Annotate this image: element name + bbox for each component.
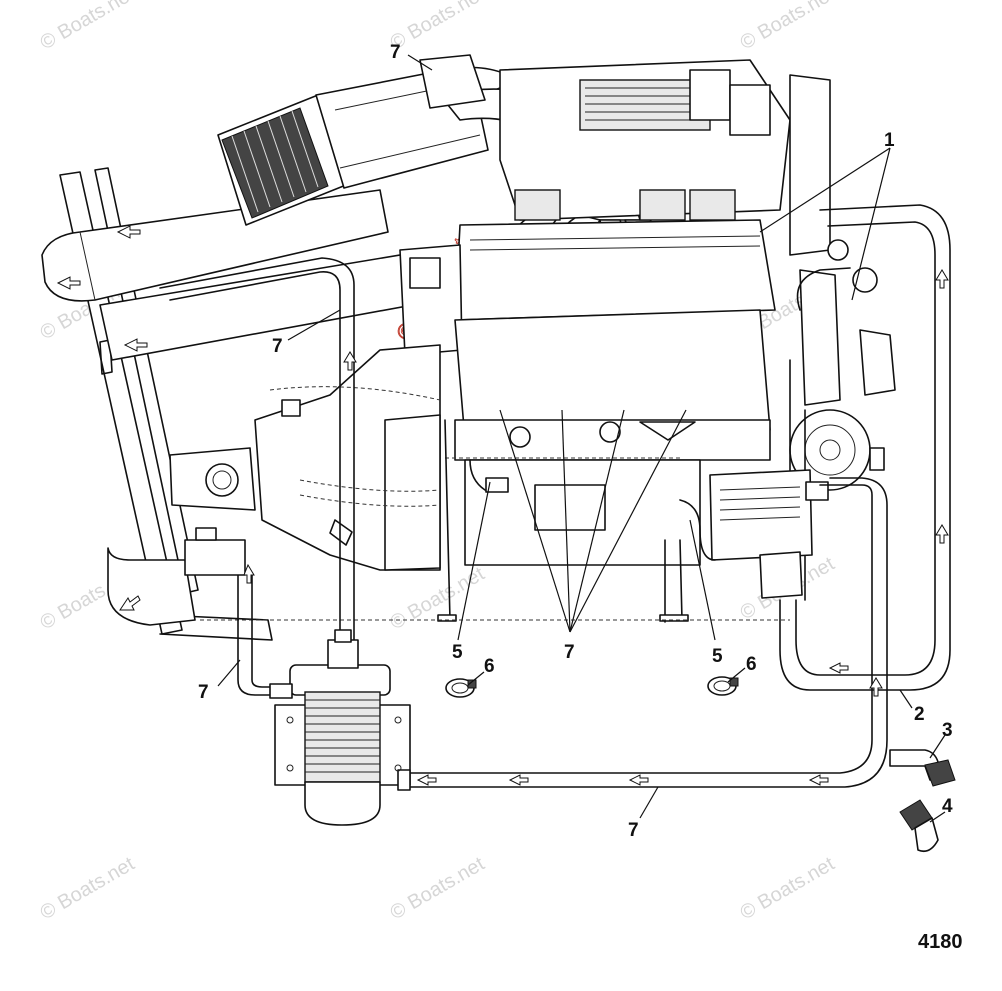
hose-fittings: [445, 676, 956, 853]
watermark: © Boats.net: [37, 853, 139, 925]
fuel-module: [709, 469, 829, 599]
callout-5-right: 5: [712, 646, 723, 667]
figure-number: 4180: [918, 931, 963, 953]
air-filter: [217, 64, 489, 226]
watermark: © Boats.net: [737, 0, 839, 54]
leader-lines: [217, 54, 946, 823]
watermark: © Boats.net: [387, 853, 489, 925]
callout-7-center: 7: [564, 642, 575, 663]
watermark: © Boats.net: [387, 563, 489, 635]
callout-2: 2: [914, 704, 925, 725]
callouts: 1 2 3 4 5 5 6 6 7 7 7 7 7: [198, 42, 953, 841]
watermark: © Boats.net: [37, 0, 139, 54]
sea-water-strainer: [269, 629, 411, 826]
callout-3: 3: [942, 720, 953, 741]
callout-6-right: 6: [746, 654, 757, 675]
callout-7-left-lower: 7: [198, 682, 209, 703]
callout-7-top: 7: [390, 42, 401, 63]
watermark: © Boats.net: [387, 0, 489, 54]
callout-4: 4: [942, 796, 953, 817]
sea-water-hoses: [159, 204, 951, 788]
watermark: © Boats.net: [737, 853, 839, 925]
engine-block: [399, 59, 791, 623]
callout-5-left: 5: [452, 642, 463, 663]
exhaust-pipes: [41, 189, 441, 626]
callout-1: 1: [884, 130, 895, 151]
callout-6-left: 6: [484, 656, 495, 677]
transmission: [169, 344, 790, 621]
callout-7-bottom: 7: [628, 820, 639, 841]
callout-7-left-upper: 7: [272, 336, 283, 357]
